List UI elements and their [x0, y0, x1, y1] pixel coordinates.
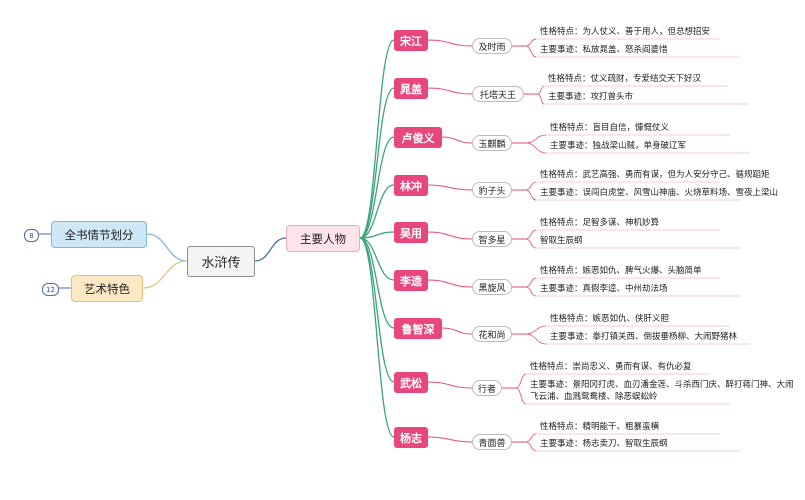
deeds-text: 主要事迹：独战梁山贼，单身破辽军 — [550, 141, 687, 151]
deeds-text: 主要事迹：杨志卖刀、智取生辰纲 — [540, 439, 668, 449]
connector — [359, 231, 395, 239]
traits-text: 性格特点：为人仗义、善于用人，但总想招安 — [540, 27, 711, 37]
connector — [427, 231, 473, 240]
character-node[interactable]: 吴用 — [394, 222, 428, 243]
connector — [525, 286, 537, 297]
connector — [537, 85, 545, 95]
connector — [525, 238, 537, 249]
connector — [441, 136, 473, 144]
deeds-text: 主要事迹：误闯白虎堂、风雪山神庙、火烧草料场、雪夜上梁山 — [540, 188, 779, 198]
connector — [525, 333, 547, 345]
connector — [525, 181, 537, 191]
connector — [537, 93, 545, 105]
connector — [525, 441, 537, 452]
traits-text: 性格特点：盲目自信，慷慨仗义 — [550, 123, 670, 133]
traits-text: 性格特点：嫉恶如仇、侠肝义胆 — [550, 314, 670, 324]
connector — [525, 142, 547, 154]
connector — [359, 237, 395, 329]
nickname-node[interactable]: 花和尚 — [472, 326, 512, 342]
nickname-node[interactable]: 及时雨 — [472, 38, 512, 54]
topic-plot-division[interactable]: 全书情节划分 — [51, 221, 147, 248]
connector — [359, 237, 395, 281]
connector — [359, 237, 395, 383]
deeds-text: 主要事迹：攻打曾头市 — [548, 92, 634, 102]
connector — [441, 327, 473, 335]
traits-text: 性格特点：仗义疏财，专爱结交天下好汉 — [548, 74, 702, 84]
deeds-text: 主要事迹：私放晁盖、怒杀阎婆惜 — [540, 45, 668, 55]
connector — [525, 189, 537, 201]
connector — [427, 87, 473, 95]
character-node[interactable]: 晁盖 — [394, 78, 428, 99]
character-node[interactable]: 鲁智深 — [394, 318, 442, 339]
connector — [525, 134, 547, 144]
collapsed-count-badge[interactable]: 12 — [42, 283, 59, 296]
connector — [525, 229, 537, 240]
connector — [525, 38, 537, 47]
connector — [427, 381, 473, 389]
nickname-node[interactable]: 玉麒麟 — [472, 135, 512, 151]
traits-text: 性格特点：精明能干、粗暴蛮横 — [540, 422, 660, 432]
traits-text: 性格特点：武艺高强、勇而有谋，但为人安分守己、循规蹈矩 — [540, 170, 770, 180]
topic-artistic-features[interactable]: 艺术特色 — [71, 275, 143, 302]
nickname-node[interactable]: 智多星 — [472, 231, 512, 247]
connector — [142, 260, 188, 289]
connector — [525, 325, 547, 335]
root-topic[interactable]: 水浒传 — [187, 246, 255, 277]
connector — [427, 39, 473, 47]
deeds-text: 智取生辰纲 — [540, 236, 583, 246]
topic-main-characters[interactable]: 主要人物 — [286, 225, 360, 252]
nickname-node[interactable]: 豹子头 — [472, 182, 512, 198]
connector — [515, 373, 527, 389]
nickname-node[interactable]: 行者 — [472, 380, 502, 396]
character-node[interactable]: 林冲 — [394, 175, 428, 196]
deeds-text: 主要事迹：拳打镇关西、倒拔垂杨柳、大闹野猪林 — [550, 332, 738, 342]
connector — [359, 184, 395, 239]
nickname-node[interactable]: 黑旋风 — [472, 279, 512, 295]
connector — [525, 45, 537, 58]
connector — [427, 184, 473, 191]
character-node[interactable]: 杨志 — [394, 427, 428, 448]
deeds-text: 主要事迹：景阳冈打虎、血刃潘金莲、斗杀西门庆、醉打蒋门神、大闹飞云浦、血溅鸳鸯楼… — [530, 380, 794, 402]
connector — [525, 433, 537, 443]
deeds-text: 主要事迹：真假李逵、中州劫法场 — [540, 284, 668, 294]
connector — [359, 136, 395, 239]
connector — [359, 39, 395, 239]
connector — [427, 436, 473, 443]
connector — [525, 277, 537, 288]
nickname-node[interactable]: 托塔天王 — [472, 86, 524, 102]
traits-text: 性格特点：崇尚忠义、勇而有谋、有仇必复 — [530, 362, 692, 372]
connector — [359, 87, 395, 239]
character-node[interactable]: 李逵 — [394, 270, 428, 291]
nickname-node[interactable]: 青面兽 — [472, 434, 512, 450]
traits-text: 性格特点：足智多谋、神机妙算 — [540, 218, 660, 228]
character-node[interactable]: 宋江 — [394, 30, 428, 51]
character-node[interactable]: 武松 — [394, 372, 428, 393]
collapsed-count-badge[interactable]: 8 — [24, 229, 39, 242]
connector — [146, 233, 188, 262]
character-node[interactable]: 卢俊义 — [394, 127, 442, 148]
connector — [359, 237, 395, 438]
connector — [254, 237, 287, 262]
connector — [515, 387, 527, 405]
traits-text: 性格特点：嫉恶如仇、脾气火爆、头脑简单 — [540, 266, 702, 276]
connector — [427, 279, 473, 288]
